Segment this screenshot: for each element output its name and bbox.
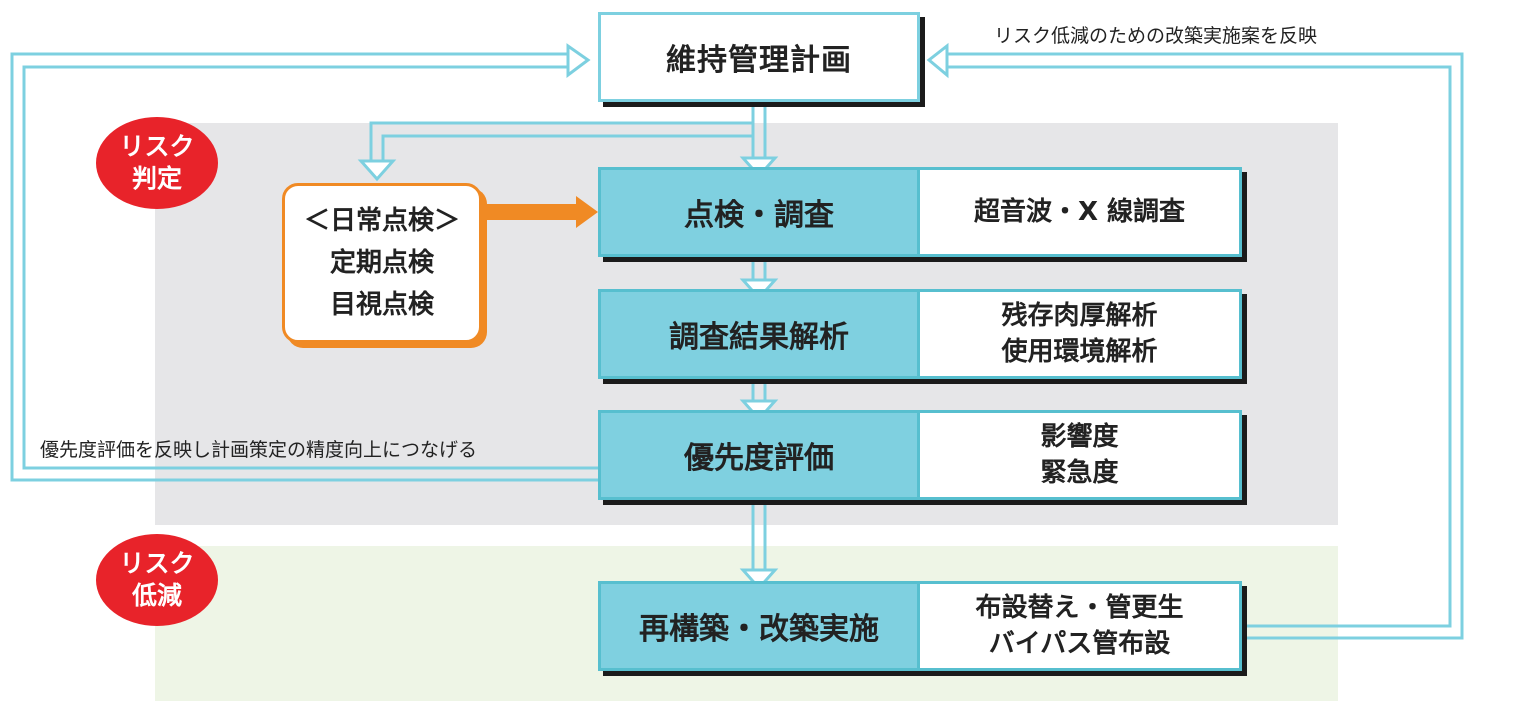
badge-risk-judgment: リスク 判定	[96, 117, 218, 209]
daily-inspection-box: ＜日常点検＞ 定期点検 目視点検	[282, 183, 482, 343]
step-inspection-label: 点検・調査	[684, 198, 834, 233]
badge-risk-reduction: リスク 低減	[96, 534, 218, 626]
step-priority: 優先度評価	[598, 410, 920, 500]
step-priority-detail: 影響度 緊急度	[920, 410, 1242, 500]
arrowhead-right-loop	[926, 42, 949, 79]
maintenance-plan-label: 維持管理計画	[666, 43, 852, 78]
step-reconstruction: 再構築・改築実施	[598, 581, 920, 671]
step-inspection-survey: 点検・調査	[598, 167, 920, 257]
badge-risk-reduction-line2: 低減	[131, 581, 182, 610]
step-analysis-label: 調査結果解析	[669, 320, 849, 355]
feedback-loop-right	[945, 65, 1452, 628]
arrowhead-left-loop	[566, 43, 591, 78]
badge-risk-reduction-line1: リスク	[119, 549, 195, 578]
note-feedback-left: 優先度評価を反映し計画策定の精度向上につなげる	[40, 439, 478, 461]
maintenance-plan-box: 維持管理計画	[598, 12, 920, 102]
step-reconstruction-detail: 布設替え・管更生 バイパス管布設	[920, 581, 1242, 671]
orange-connector	[482, 204, 578, 220]
periodic-inspection-label: 定期点検	[329, 248, 434, 278]
step-analysis: 調査結果解析	[598, 289, 920, 379]
visual-inspection-label: 目視点検	[329, 290, 434, 320]
detail-ultrasonic-xray: 超音波・X 線調査	[973, 197, 1186, 227]
note-feedback-right: リスク低減のための改築実施案を反映	[994, 25, 1318, 47]
detail-wall-thickness: 残存肉厚解析	[1001, 301, 1158, 331]
detail-environment: 使用環境解析	[1001, 337, 1158, 367]
step-inspection-detail: 超音波・X 線調査	[920, 167, 1242, 257]
step-reconstruction-label: 再構築・改築実施	[639, 612, 879, 647]
arrowhead-to-daily	[357, 159, 397, 182]
step-priority-label: 優先度評価	[684, 441, 834, 476]
step-analysis-detail: 残存肉厚解析 使用環境解析	[920, 289, 1242, 379]
connector-top-to-daily	[369, 121, 753, 163]
daily-inspection-title: ＜日常点検＞	[303, 206, 460, 236]
badge-risk-judgment-line2: 判定	[131, 164, 182, 193]
orange-arrowhead	[576, 196, 598, 228]
detail-bypass: バイパス管布設	[988, 629, 1171, 659]
detail-urgency: 緊急度	[1040, 458, 1119, 488]
detail-impact: 影響度	[1040, 422, 1119, 452]
badge-risk-judgment-line1: リスク	[119, 132, 195, 161]
feedback-loop-left	[22, 65, 598, 470]
detail-pipe-renewal: 布設替え・管更生	[975, 593, 1184, 623]
